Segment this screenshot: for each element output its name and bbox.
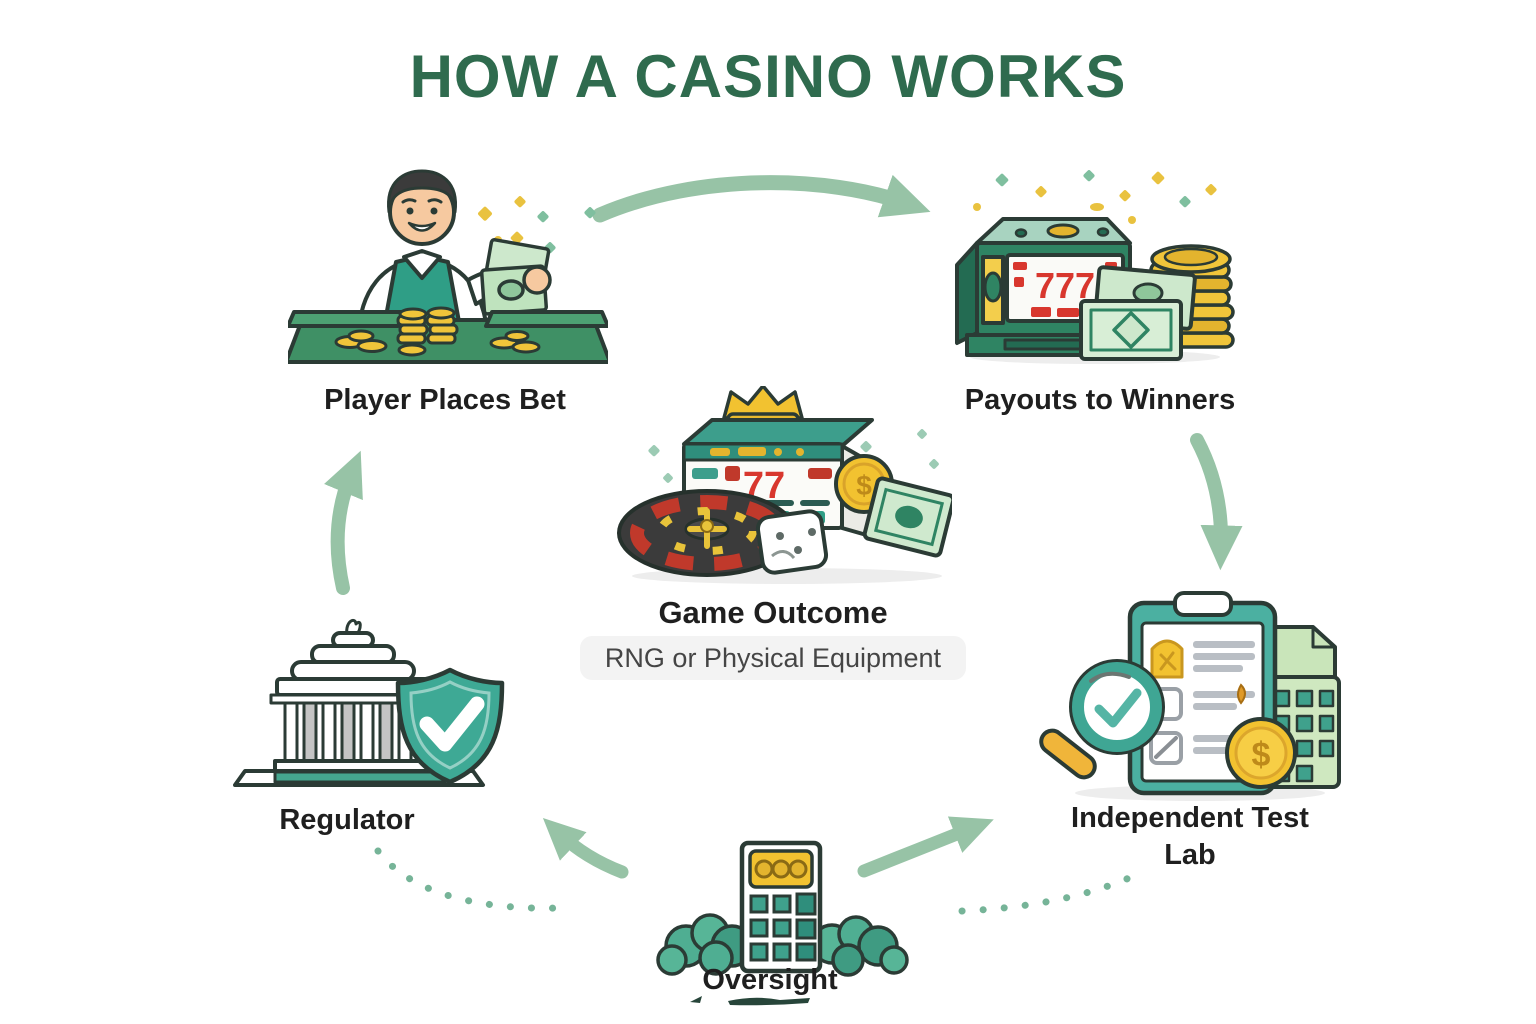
dotted-oversight-to-testlab <box>958 869 1144 915</box>
dotted-regulator-to-oversight <box>374 847 566 912</box>
confetti <box>648 429 939 483</box>
building-with-bushes-icon <box>656 840 909 977</box>
magnifier <box>1039 659 1165 780</box>
money-in-hand <box>479 237 552 316</box>
label-oversight: Oversight <box>702 964 838 996</box>
cash-bill <box>862 476 952 558</box>
arrow-player-to-payouts <box>592 174 931 223</box>
confetti <box>973 170 1217 224</box>
label-payouts: Payouts to Winners <box>964 384 1236 416</box>
slot-machine-coins-cash-icon: 777 <box>955 170 1235 364</box>
page-title: HOW A CASINO WORKS <box>409 43 1127 110</box>
government-building-shield-check-icon <box>233 618 505 787</box>
label-player: Player Places Bet <box>324 384 566 416</box>
arrow-payouts-to-testlab <box>1190 433 1243 571</box>
building <box>739 840 823 974</box>
slot-roulette-dice-coin-icon: 77 <box>617 386 952 584</box>
arrow-oversight-to-regulator <box>542 817 629 879</box>
player-at-casino-table-icon <box>288 169 608 364</box>
label-test-lab: Independent Test Lab <box>1071 802 1309 871</box>
cutoff-marks <box>690 996 810 1006</box>
label-regulator: Regulator <box>279 804 415 836</box>
label-game-outcome: Game Outcome <box>658 595 888 630</box>
bush-left <box>656 913 754 976</box>
coin-stacks <box>334 306 541 357</box>
arrow-regulator-to-player <box>324 450 363 595</box>
svg-text:$: $ <box>856 470 872 501</box>
slot-top-marks <box>710 447 804 456</box>
shield-check <box>395 667 505 785</box>
roulette-wheel <box>617 489 797 577</box>
dollar-coin: $ <box>1225 717 1297 789</box>
sublabel-game-outcome: RNG or Physical Equipment <box>580 636 966 680</box>
clipboard-magnifier-coin-icon: $ <box>1039 591 1341 801</box>
cash-bills <box>1079 265 1197 361</box>
dice <box>755 509 829 575</box>
svg-text:$: $ <box>1252 736 1271 774</box>
confetti <box>478 196 596 254</box>
clipboard-content <box>1149 639 1255 765</box>
